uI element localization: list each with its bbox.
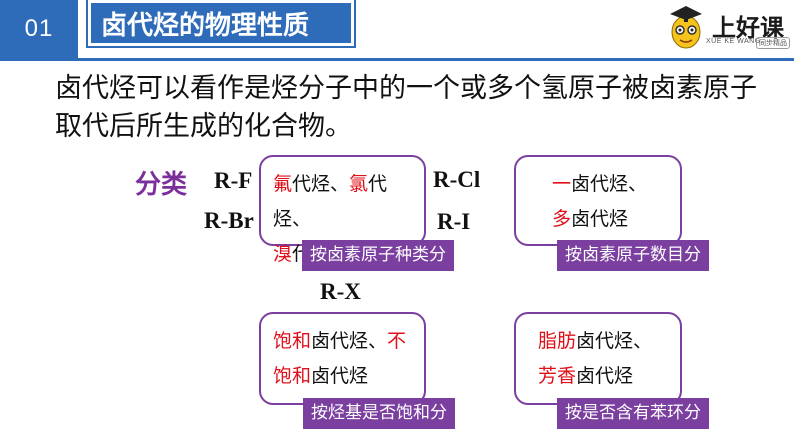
box-line: 多卤代烃 [552, 202, 680, 237]
plain-text: 卤代烃、 [571, 173, 648, 195]
page-title: 卤代烃的物理性质 [86, 0, 356, 48]
saturation-tag: 按烃基是否饱和分 [303, 398, 455, 429]
logo-badge: 同步精品 [756, 37, 790, 49]
header-divider [0, 58, 794, 61]
saturation-box: 饱和卤代烃、不 饱和卤代烃 [259, 312, 426, 405]
logo-subtitle: XUE KE WANG [706, 38, 761, 45]
box-line: 脂肪卤代烃、 [538, 324, 680, 359]
highlight-text: 饱和 [273, 330, 312, 352]
plain-text: 代烃、 [273, 173, 388, 230]
highlight-text: 一 [552, 173, 572, 195]
intro-text: 卤代烃可以看作是烃分子中的一个或多个氢原子被卤素原子取代后所生成的化合物。 [55, 73, 757, 142]
highlight-text: 溴 [273, 243, 293, 265]
label-r-i: R-I [437, 209, 471, 234]
section-number: 01 [0, 0, 78, 58]
box-line: 芳香卤代烃 [538, 359, 680, 394]
plain-text: 卤代烃、 [311, 330, 388, 352]
highlight-text: 芳香 [538, 365, 577, 387]
highlight-text: 氟 [273, 173, 293, 195]
highlight-text: 不 [387, 330, 407, 352]
highlight-text: 脂肪 [538, 330, 577, 352]
plain-text: 卤代烃、 [576, 330, 653, 352]
label-r-f: R-F [214, 168, 253, 193]
highlight-text: 氯 [349, 173, 369, 195]
aromatic-tag: 按是否含有苯环分 [557, 398, 709, 429]
box-line: 饱和卤代烃、不 [273, 324, 424, 359]
mascot-icon [670, 6, 702, 49]
box-line: 饱和卤代烃 [273, 359, 424, 394]
halogen-count-box: 一卤代烃、 多卤代烃 [514, 155, 682, 246]
box-line: 氟代烃、氯代烃、 [273, 167, 424, 237]
highlight-text: 多 [552, 208, 572, 230]
halogen-type-box: 氟代烃、氯代烃、 溴代烃、碘代烃 [259, 155, 426, 265]
box-line: 一卤代烃、 [552, 167, 680, 202]
plain-text: 代烃、 [292, 173, 350, 195]
aromatic-box: 脂肪卤代烃、 芳香卤代烃 [514, 312, 682, 405]
brand-logo [664, 2, 792, 54]
label-r-br: R-Br [204, 208, 254, 233]
highlight-text: 饱和 [273, 365, 312, 387]
plain-text: 卤代烃 [311, 365, 369, 387]
label-r-x: R-X [320, 279, 361, 304]
halogen-count-tag: 按卤素原子数目分 [557, 240, 709, 271]
plain-text: 卤代烃 [571, 208, 629, 230]
halogen-type-tag: 按卤素原子种类分 [302, 240, 454, 271]
label-r-cl: R-Cl [433, 167, 481, 192]
plain-text: 卤代烃 [576, 365, 634, 387]
classification-label: 分类 [135, 170, 188, 200]
